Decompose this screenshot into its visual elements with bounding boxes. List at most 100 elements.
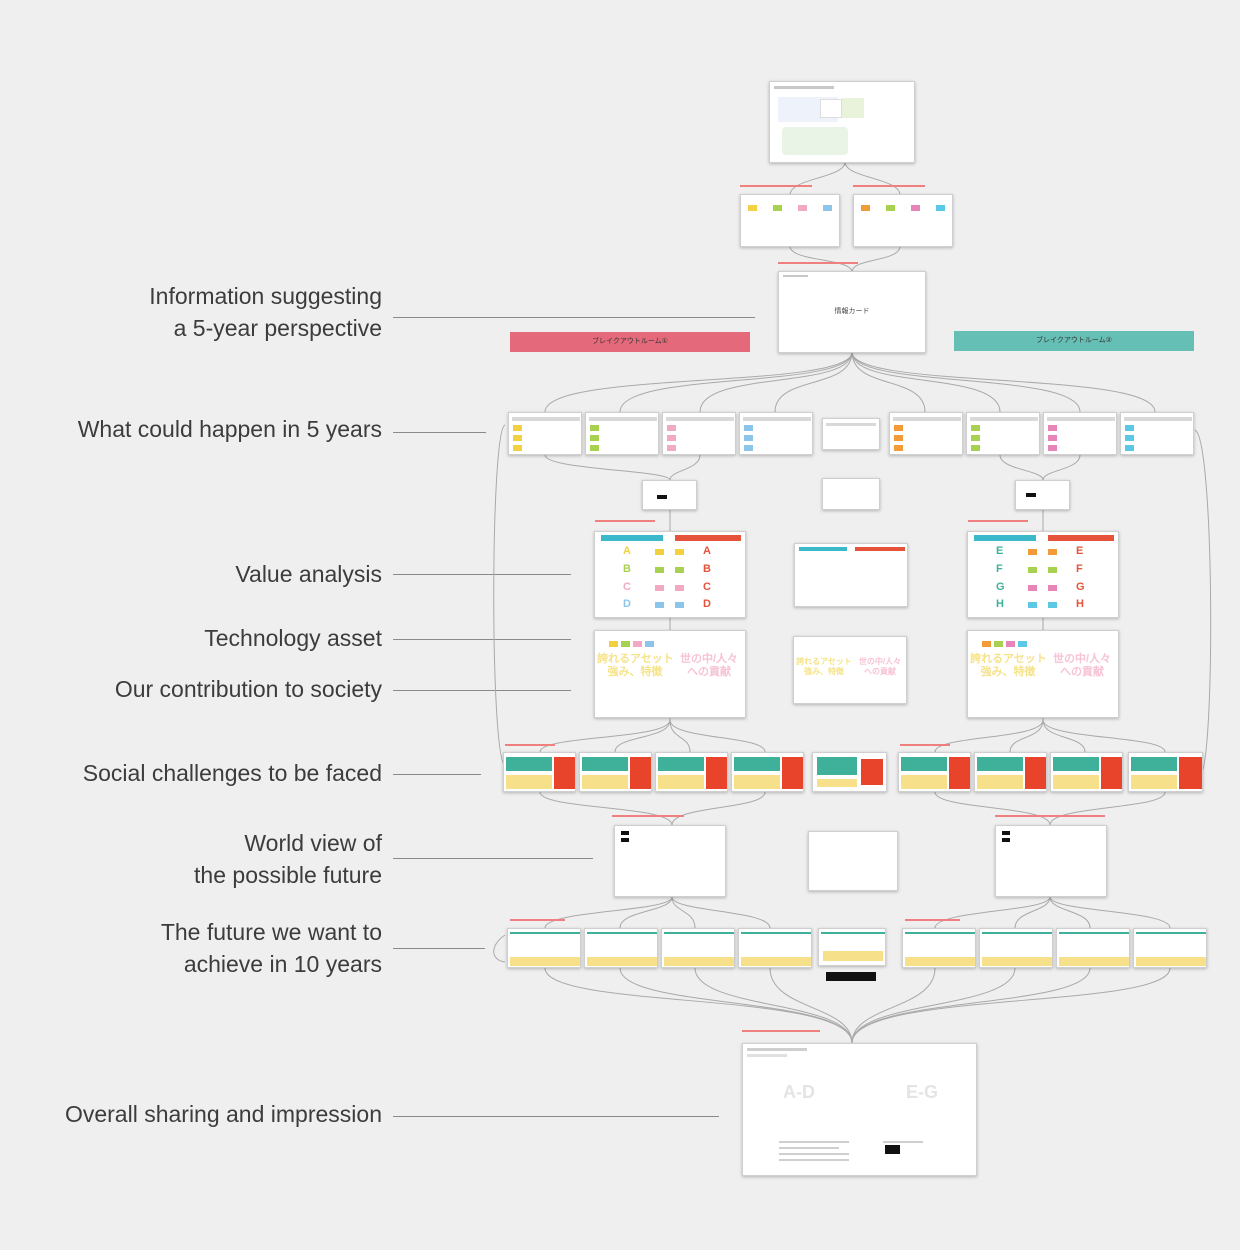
- sticky-note: [633, 641, 642, 647]
- red-note: [995, 815, 1105, 817]
- value-analysis-card-center[interactable]: [794, 543, 908, 607]
- value-letter: D: [623, 598, 631, 610]
- happen-card[interactable]: [1043, 412, 1117, 455]
- value-letter: D: [703, 598, 711, 610]
- sticky-note: [894, 435, 903, 441]
- card-header: [747, 1054, 787, 1057]
- happen-card[interactable]: [662, 412, 736, 455]
- label-line: Technology asset: [204, 625, 382, 651]
- red-block: [1025, 757, 1046, 789]
- sticky-note: [667, 435, 676, 441]
- value-header: [974, 535, 1036, 541]
- sticky-note: [744, 425, 753, 431]
- sticky-note: [894, 425, 903, 431]
- label-line: Value analysis: [235, 561, 382, 587]
- sticky-card[interactable]: [740, 194, 840, 247]
- challenge-card[interactable]: [974, 752, 1047, 792]
- black-mark: [1002, 831, 1010, 835]
- teal-block: [658, 757, 704, 771]
- asset-contribution-card-right[interactable]: 誇れるアセット 強み、特徴 世の中/人々 への貢献: [967, 630, 1119, 718]
- challenge-card[interactable]: [579, 752, 652, 792]
- happen-card[interactable]: [1120, 412, 1194, 455]
- summary-card[interactable]: [642, 480, 697, 510]
- sticky-note: [1048, 585, 1057, 591]
- teal-block: [1131, 757, 1177, 771]
- info-card[interactable]: 情報カード: [778, 271, 926, 353]
- future-card[interactable]: [902, 928, 976, 968]
- teal-block: [817, 757, 857, 775]
- text-line: [779, 1159, 849, 1161]
- leader-line: [393, 639, 571, 640]
- world-view-card-right[interactable]: [995, 825, 1107, 897]
- overview-card[interactable]: [769, 81, 915, 163]
- challenge-card[interactable]: [898, 752, 971, 792]
- sticky-note: [590, 435, 599, 441]
- happen-card[interactable]: [585, 412, 659, 455]
- yellow-block: [901, 775, 947, 789]
- future-card[interactable]: [507, 928, 581, 968]
- world-view-card-center[interactable]: [808, 831, 898, 891]
- overall-sharing-card[interactable]: A-D E-G: [742, 1043, 977, 1176]
- card-header: [666, 417, 734, 421]
- info-card-title: 情報カード: [834, 308, 870, 315]
- sticky-note: [1048, 549, 1057, 555]
- red-block: [554, 757, 575, 789]
- yellow-block: [982, 957, 1052, 966]
- future-card[interactable]: [584, 928, 658, 968]
- sticky-note: [1125, 425, 1134, 431]
- summary-card[interactable]: [822, 478, 880, 510]
- sticky-note: [645, 641, 654, 647]
- world-view-card-left[interactable]: [614, 825, 726, 897]
- overview-panel: [782, 127, 848, 155]
- label-line: a 5-year perspective: [173, 315, 382, 341]
- happen-card[interactable]: [966, 412, 1040, 455]
- yellow-block: [506, 775, 552, 789]
- challenge-card[interactable]: [503, 752, 576, 792]
- yellow-block: [1136, 957, 1206, 966]
- challenge-card[interactable]: [1050, 752, 1123, 792]
- group-label-left: A-D: [783, 1082, 815, 1102]
- happen-card[interactable]: [889, 412, 963, 455]
- leader-line: [393, 432, 486, 433]
- value-analysis-card-left[interactable]: A B C D A B C D: [594, 531, 746, 618]
- future-card[interactable]: [1056, 928, 1130, 968]
- challenge-card[interactable]: [655, 752, 728, 792]
- future-center-card[interactable]: [818, 928, 886, 966]
- future-card[interactable]: [979, 928, 1053, 968]
- teal-bar: [510, 932, 580, 934]
- red-block: [630, 757, 651, 789]
- happen-center-card[interactable]: [822, 418, 880, 450]
- asset-contribution-card-left[interactable]: 誇れるアセット 強み、特徴 世の中/人々 への貢献: [594, 630, 746, 718]
- value-letter: E: [996, 545, 1004, 557]
- asset-contribution-card-center[interactable]: 誇れるアセット 強み、特徴 世の中/人々 への貢献: [793, 636, 907, 704]
- yellow-block: [1059, 957, 1129, 966]
- sticky-card[interactable]: [853, 194, 953, 247]
- sticky-note: [590, 445, 599, 451]
- challenge-card[interactable]: [1128, 752, 1203, 792]
- yellow-block: [1131, 775, 1177, 789]
- teal-block: [977, 757, 1023, 771]
- black-mark: [885, 1145, 900, 1154]
- sticky-note: [675, 585, 684, 591]
- future-card[interactable]: [1133, 928, 1207, 968]
- challenge-center-card[interactable]: [812, 752, 887, 792]
- sticky-note: [894, 445, 903, 451]
- value-analysis-card-right[interactable]: E F G H E F G H: [967, 531, 1119, 618]
- happen-card[interactable]: [739, 412, 813, 455]
- black-mark: [621, 831, 629, 835]
- sticky-note: [1125, 445, 1134, 451]
- summary-card[interactable]: [1015, 480, 1070, 510]
- breakout-room-right-label: ブレイクアウトルーム②: [1036, 337, 1112, 344]
- sticky-note: [1125, 435, 1134, 441]
- label-line: Overall sharing and impression: [64, 1101, 382, 1127]
- leader-line: [393, 774, 481, 775]
- future-card[interactable]: [661, 928, 735, 968]
- text-line: [779, 1147, 839, 1149]
- card-header: [893, 417, 961, 421]
- sticky-note: [1006, 641, 1015, 647]
- happen-card[interactable]: [508, 412, 582, 455]
- value-letter: E: [1076, 545, 1084, 557]
- future-card[interactable]: [738, 928, 812, 968]
- challenge-card[interactable]: [731, 752, 804, 792]
- breakout-room-left-label: ブレイクアウトルーム①: [592, 338, 668, 345]
